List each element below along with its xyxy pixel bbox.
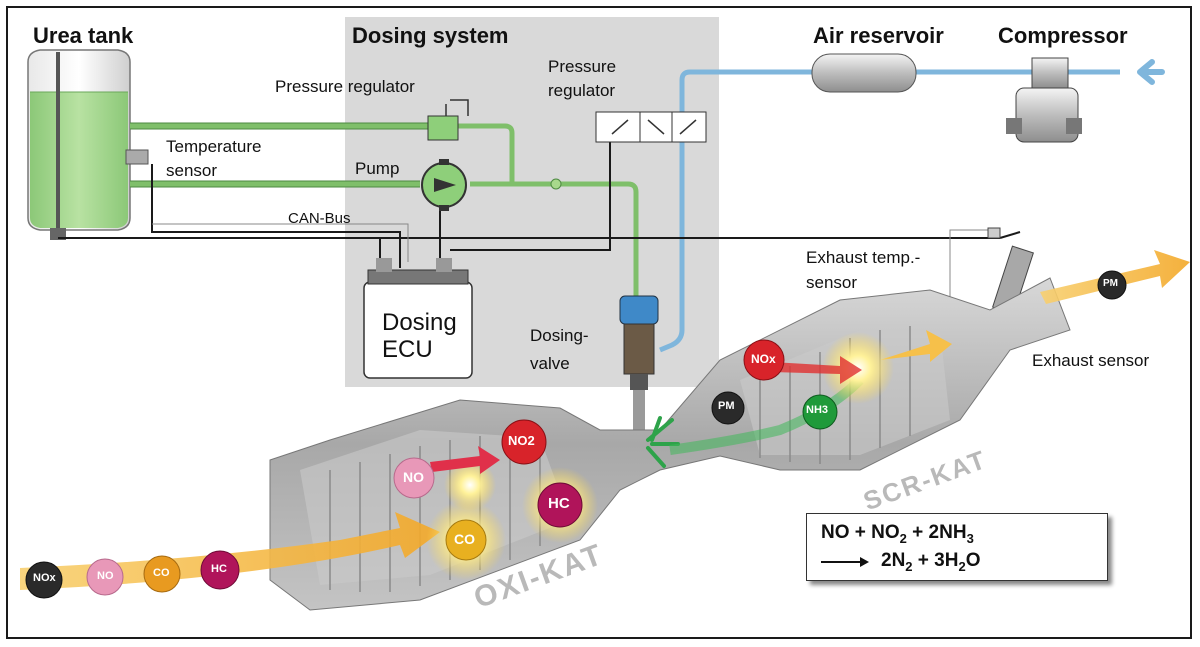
pump-symbol (421, 159, 467, 211)
line-fitting (550, 178, 562, 190)
dosing-valve-label-line1: Dosing- (530, 326, 589, 345)
pressure-regulator-valve (427, 99, 469, 141)
equation-l2-part3: O (965, 550, 981, 571)
molecule-co-in (143, 555, 181, 593)
air-reservoir-label: Air reservoir (813, 23, 944, 48)
equation-l1-sub2: 3 (966, 530, 974, 546)
molecule-pm-scr (711, 391, 745, 425)
molecule-label-co-oxi: CO (454, 531, 475, 547)
wiring (58, 120, 1021, 272)
equation-l1-sub1: 2 (899, 530, 907, 546)
air-reservoir-tank (811, 53, 917, 93)
molecule-label-hc: HC (211, 563, 227, 575)
equation-l2-part2: + 3H (912, 550, 959, 571)
dosing-ecu-label-line1: Dosing (382, 309, 457, 336)
molecules (25, 270, 1127, 599)
reaction-glow-3 (444, 459, 496, 511)
diagram-border (6, 6, 1192, 639)
compressor-unit (1006, 57, 1082, 143)
reduction-arrow (772, 356, 862, 384)
molecule-nox-scr (743, 339, 785, 381)
temperature-sensor-label-line1: Temperature (166, 137, 262, 156)
equation-l2-sub2: 2 (958, 558, 966, 574)
equation-arrow (821, 557, 869, 567)
equation-l2-sub1: 2 (905, 558, 913, 574)
exhaust-sensor-label: Exhaust sensor (1032, 351, 1150, 370)
equation-l1-part2: + 2NH (906, 522, 967, 543)
molecule-label-nox: NOx (33, 572, 56, 584)
molecule-co-oxi (445, 519, 487, 561)
dosing-ecu-box (363, 258, 473, 379)
urea-lines (130, 123, 639, 300)
molecule-no2-oxi (501, 419, 547, 465)
molecule-nh3-scr (802, 394, 838, 430)
equation-line-1: NO + NO2 + 2NH3 (821, 522, 974, 546)
thin-lines (152, 223, 1000, 312)
molecule-no-in (86, 558, 124, 596)
equation-l2-part1: 2N (881, 550, 906, 571)
dosing-valve-label-line2: valve (530, 354, 570, 373)
equation-line-2: 2N2 + 3H2O (881, 550, 981, 574)
pressure-regulator-label: Pressure regulator (275, 77, 415, 96)
molecule-label-no: NO (97, 570, 114, 582)
molecule-nox-in (25, 561, 63, 599)
molecule-no-oxi (393, 457, 435, 499)
molecule-label-pm-out: PM (1103, 278, 1118, 289)
temperature-sensor-label-line2: sensor (166, 161, 218, 180)
dosing-system-label: Dosing system (352, 23, 509, 48)
can-bus-label: CAN-Bus (288, 210, 351, 227)
urea-spray (646, 416, 680, 468)
pressure-regulator-2-label-line2: regulator (548, 81, 616, 100)
exhaust-temp-sensor-label-line2: sensor (806, 273, 858, 292)
pump-label: Pump (355, 159, 400, 178)
molecule-label-nox-scr: NOx (751, 352, 776, 366)
molecule-hc-in (200, 550, 240, 590)
compressor-label: Compressor (998, 23, 1128, 48)
molecule-label-no-oxi: NO (403, 469, 424, 485)
molecule-pm-out (1097, 270, 1127, 300)
urea-tank-label: Urea tank (33, 23, 134, 48)
air-inlet-arrow (1137, 59, 1165, 85)
molecule-label-pm-scr: PM (718, 400, 735, 412)
molecule-label-hc-oxi: HC (548, 495, 570, 512)
pressure-regulator-2-label-line1: Pressure (548, 57, 617, 76)
molecule-label-nh3-scr: NH3 (806, 404, 829, 416)
exhaust-temp-sensor-label-line1: Exhaust temp.- (806, 248, 921, 267)
reaction-equation-box: NO + NO2 + 2NH3 2N2 + 3H2O (806, 513, 1108, 581)
dosing-ecu-label-line2: ECU (382, 336, 433, 363)
dosing-valve-body (619, 295, 659, 450)
air-pressure-regulator (595, 111, 707, 143)
equation-l1-part1: NO + NO (821, 522, 900, 543)
urea-line-outlines (130, 122, 428, 188)
urea-tank (27, 49, 149, 240)
air-lines (659, 69, 1120, 353)
molecule-label-co: CO (153, 567, 170, 579)
molecule-label-no2-oxi: NO2 (508, 433, 535, 448)
molecule-hc-oxi (537, 482, 583, 528)
oxidation-arrow (430, 446, 500, 474)
